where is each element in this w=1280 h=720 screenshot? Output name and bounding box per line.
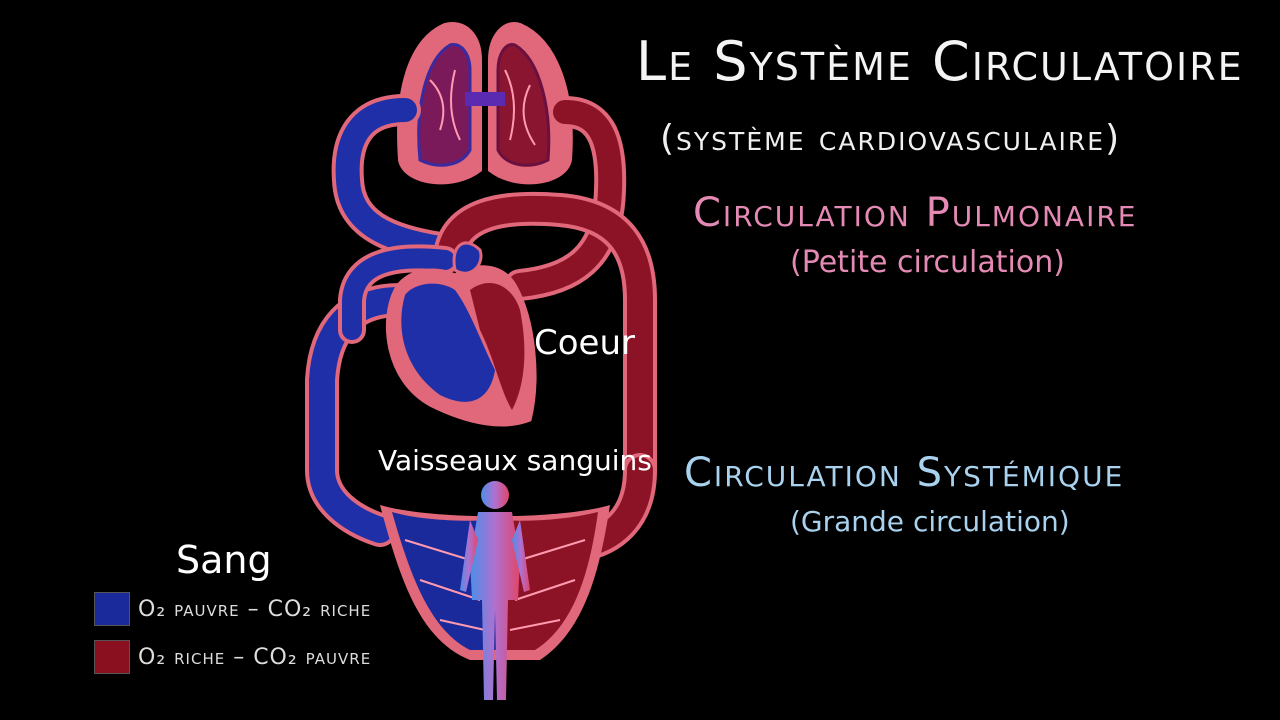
heart-label: Coeur xyxy=(534,323,635,363)
pulmonary-circulation-sublabel: (Petite circulation) xyxy=(790,245,1065,280)
legend-swatch-red xyxy=(94,640,130,674)
systemic-circulation-sublabel: (Grande circulation) xyxy=(790,505,1070,538)
heart xyxy=(385,241,537,427)
pulmonary-circulation-label: Circulation Pulmonaire xyxy=(693,190,1138,236)
vessels-label: Vaisseaux sanguins xyxy=(378,444,652,477)
human-body-icon xyxy=(460,481,530,700)
systemic-circulation-label: Circulation Systémique xyxy=(684,450,1125,496)
legend-title: Sang xyxy=(176,538,272,582)
page-title: Le Système Circulatoire xyxy=(636,30,1244,93)
legend-item-deoxygenated: O₂ pauvre – CO₂ riche xyxy=(94,592,371,626)
legend-swatch-blue xyxy=(94,592,130,626)
legend-item-oxygenated: O₂ riche – CO₂ pauvre xyxy=(94,640,371,674)
legend-label: O₂ riche – CO₂ pauvre xyxy=(138,644,372,670)
pulmonary-vessels xyxy=(331,94,627,301)
page-subtitle: (système cardiovasculaire) xyxy=(660,118,1122,159)
legend-label: O₂ pauvre – CO₂ riche xyxy=(138,596,372,622)
lungs xyxy=(397,22,573,185)
